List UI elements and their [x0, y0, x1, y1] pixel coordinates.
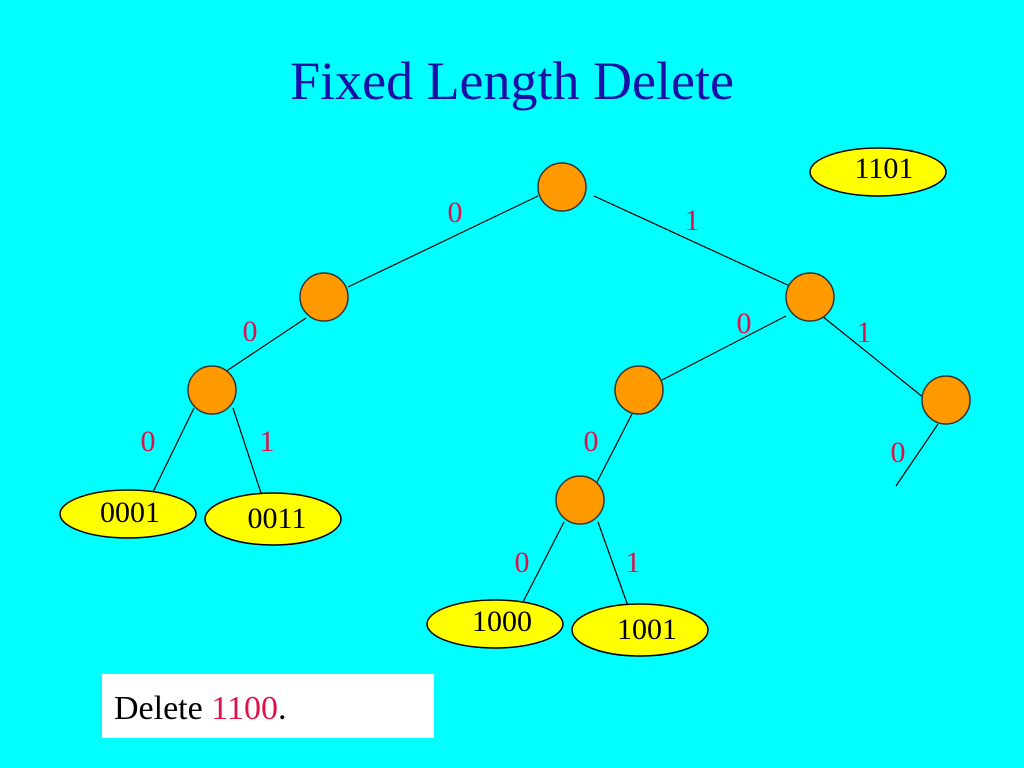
caption-prefix: Delete: [114, 690, 212, 727]
node-root: [537, 162, 587, 212]
edge-label-r100-left: 0: [515, 546, 530, 579]
edge-label-n2-left: 0: [141, 425, 156, 458]
node-100: [555, 475, 605, 525]
caption-box: Delete 1100.: [102, 674, 434, 738]
edge-n1-left: [221, 317, 307, 375]
leaf-1101-ellipse: [809, 147, 947, 197]
node-1: [785, 272, 835, 322]
edge-label-root-left: 0: [448, 196, 463, 229]
node-0: [299, 272, 349, 322]
edge-r1-left: [661, 315, 787, 381]
node-00: [187, 365, 237, 415]
leaf-1001-ellipse: [571, 603, 709, 657]
edge-root-left: [347, 195, 539, 288]
leaf-1101: 1101: [855, 152, 914, 185]
node-11: [921, 375, 971, 425]
leaf-1000: 1000: [472, 605, 532, 638]
edge-n2-left: [152, 407, 195, 493]
leaf-0011: 0011: [248, 502, 307, 535]
edge-r100-left: [521, 521, 565, 605]
edge-label-root-right: 1: [685, 204, 700, 237]
edge-label-r1-right: 1: [857, 316, 872, 349]
edge-label-n1-left: 0: [243, 315, 258, 348]
caption-suffix: .: [277, 690, 287, 727]
leaf-0011-ellipse: [204, 492, 342, 546]
edge-label-r100-right: 1: [626, 546, 641, 579]
edge-label-r11-left: 0: [891, 436, 906, 469]
edge-r10-left: [595, 413, 633, 485]
edge-root-right: [593, 195, 793, 288]
edge-r11-left: [895, 423, 939, 487]
edge-label-r1-left: 0: [737, 307, 752, 340]
leaf-1001: 1001: [617, 613, 677, 646]
leaf-1000-ellipse: [426, 599, 564, 649]
edge-label-n2-right: 1: [260, 425, 275, 458]
leaf-0001-ellipse: [59, 489, 197, 539]
edge-r100-right: [597, 521, 629, 607]
leaf-0001: 0001: [100, 496, 160, 529]
slide-title: Fixed Length Delete: [290, 51, 734, 111]
edge-r1-right: [821, 315, 925, 399]
edge-n2-right: [232, 407, 263, 497]
node-10: [614, 365, 664, 415]
caption-key: 1100: [211, 690, 278, 727]
edge-label-r10-left: 0: [584, 425, 599, 458]
